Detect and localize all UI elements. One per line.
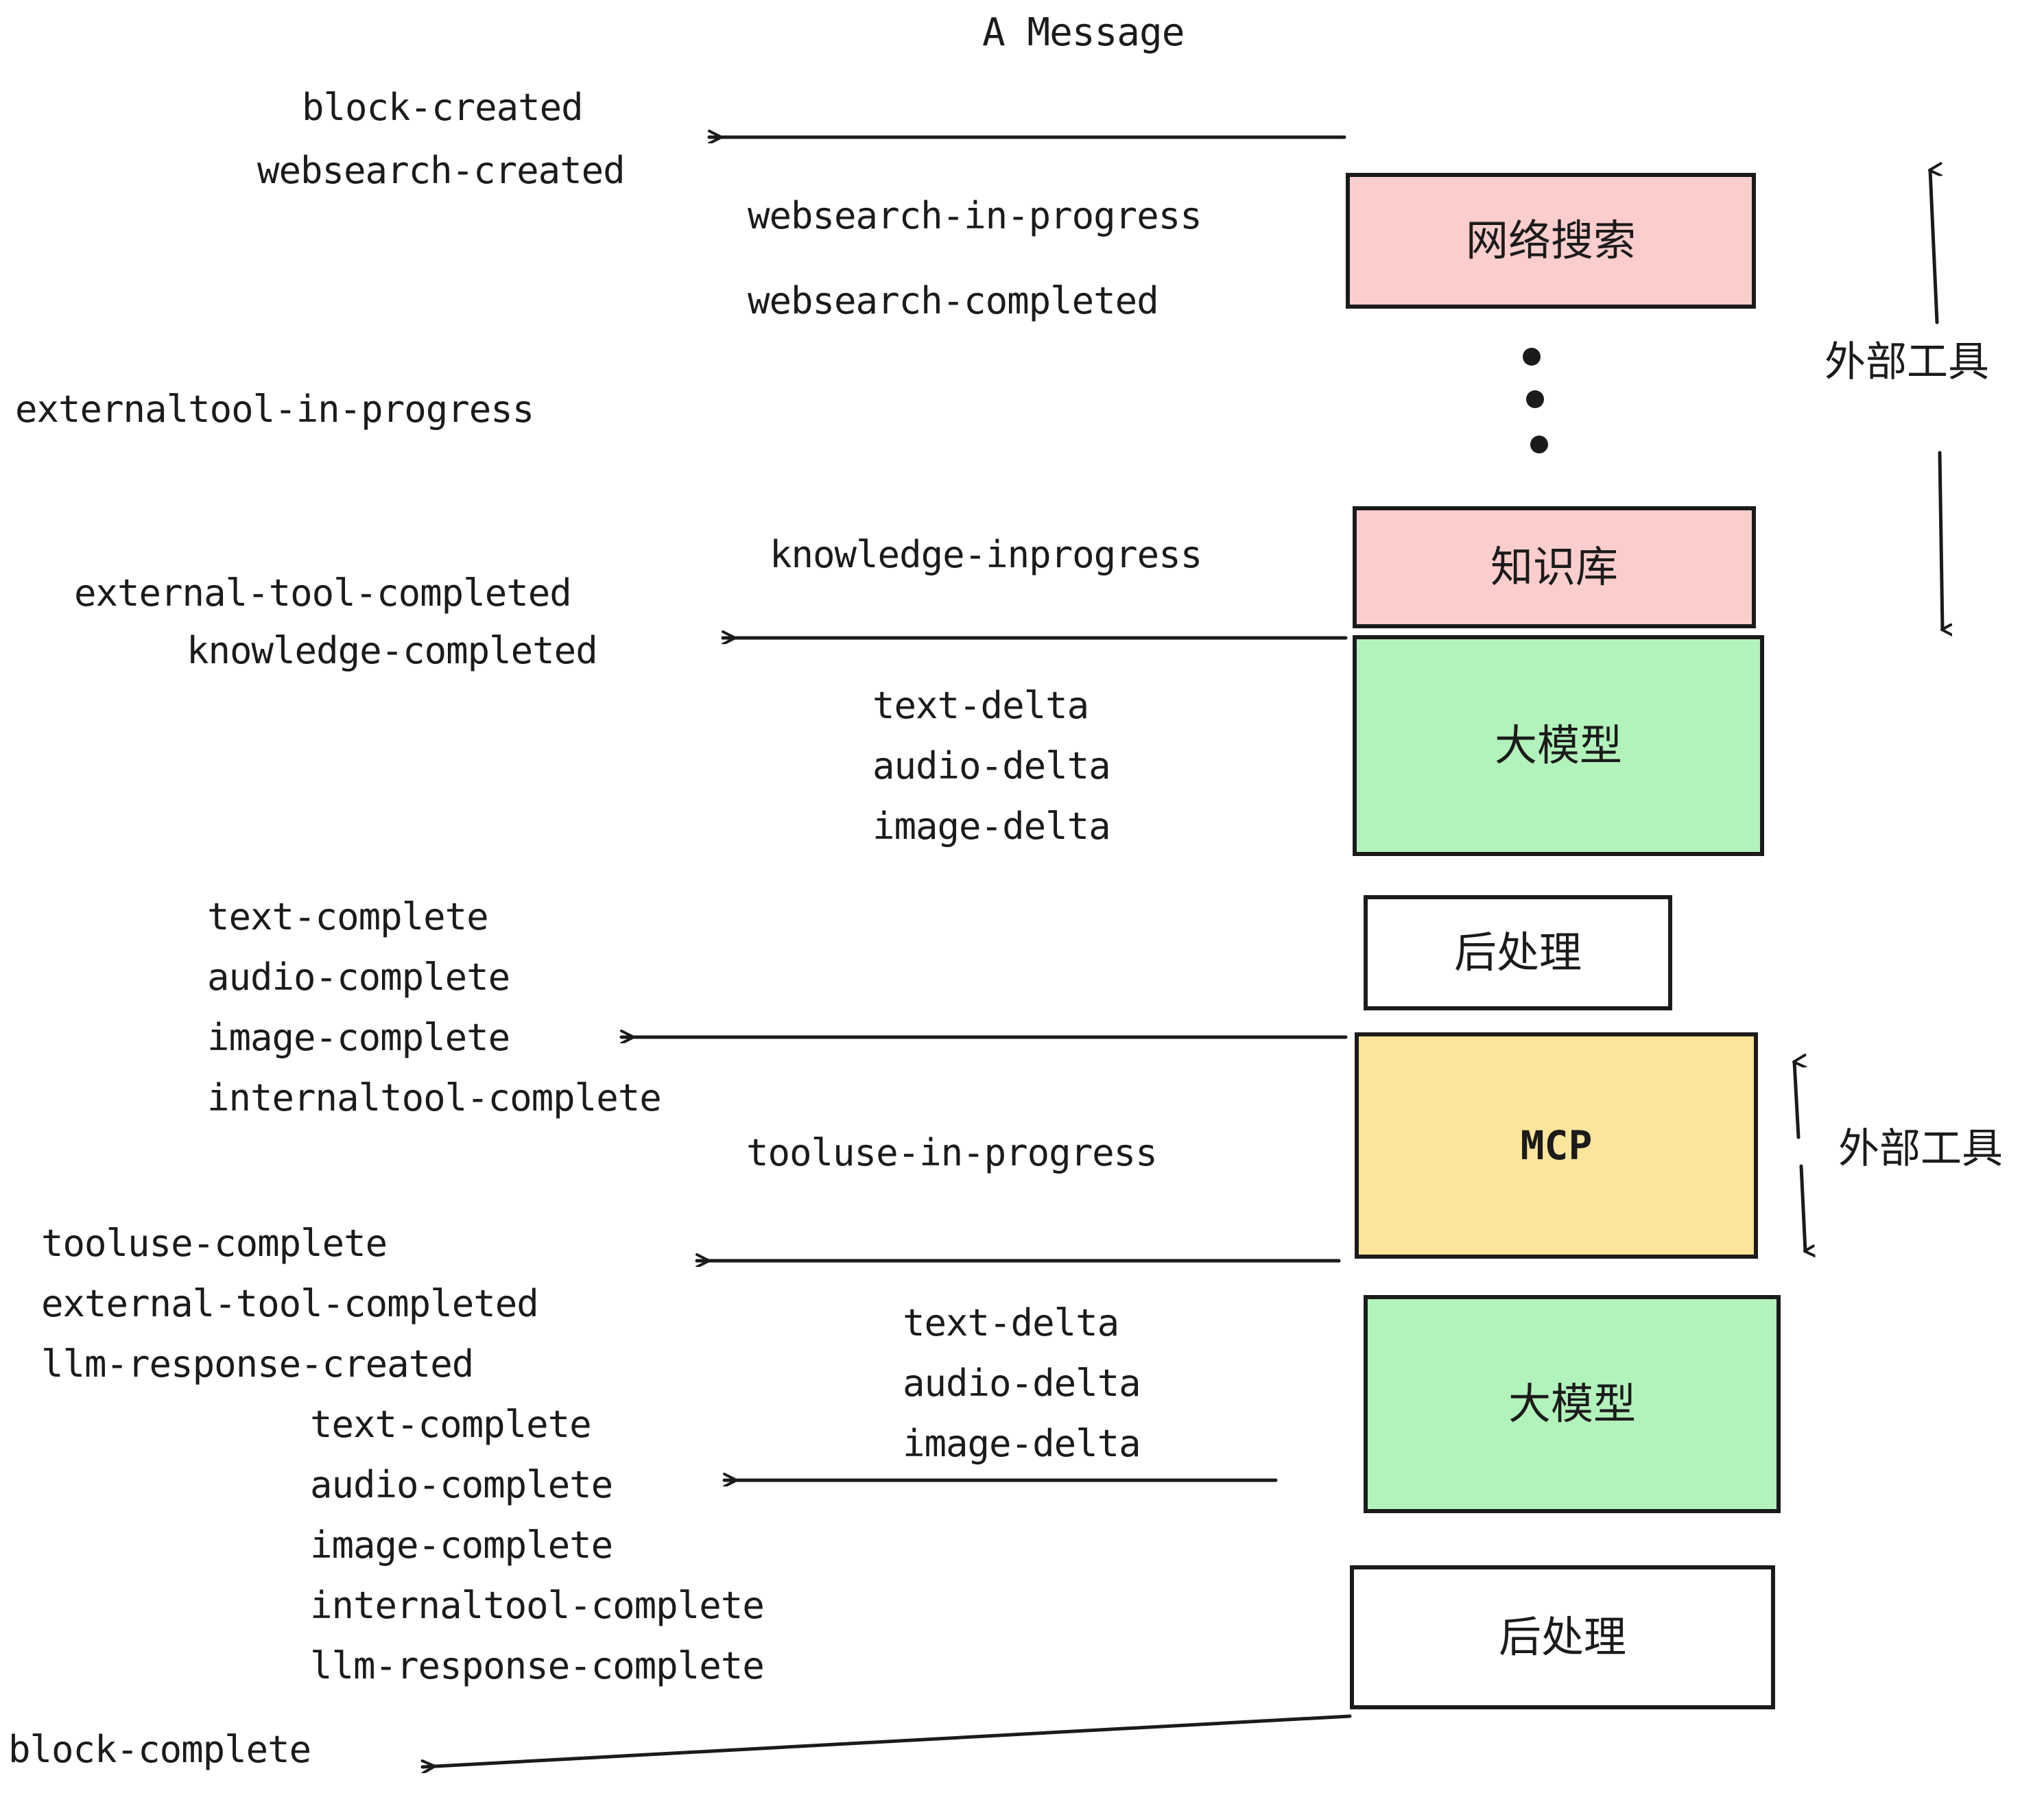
event-label-text-delta-2: text-delta <box>903 1301 1119 1344</box>
component-label-websearch: 网络搜索 <box>1465 215 1636 265</box>
event-label-image-complete-2: image-complete <box>310 1523 613 1567</box>
component-box-postprocess-1[interactable]: 后处理 <box>1364 895 1672 1010</box>
arrow-block-complete <box>420 1714 1352 1767</box>
event-label-llm-response-complete: llm-response-complete <box>310 1644 765 1687</box>
event-label-image-delta-1: image-delta <box>872 805 1111 848</box>
component-label-llm-2: 大模型 <box>1508 1379 1636 1429</box>
component-label-llm-1: 大模型 <box>1494 720 1622 770</box>
component-label-postprocess-2: 后处理 <box>1498 1612 1626 1662</box>
event-label-audio-complete-1: audio-complete <box>207 956 510 999</box>
event-label-external-tool-completed-1: external-tool-completed <box>74 571 572 615</box>
event-label-text-complete-1: text-complete <box>207 895 489 938</box>
scope-label-external-tools-bottom: 外部工具 <box>1838 1125 2003 1173</box>
event-label-audio-delta-1: audio-delta <box>872 744 1111 787</box>
component-box-mcp[interactable]: MCP <box>1355 1032 1758 1259</box>
event-label-external-tool-completed-2: external-tool-completed <box>41 1282 539 1325</box>
component-label-postprocess-1: 后处理 <box>1453 927 1582 977</box>
component-label-mcp: MCP <box>1520 1122 1593 1169</box>
scope-arrow-bottom-up <box>1794 1062 1798 1139</box>
scope-arrow-top-down <box>1938 451 1942 630</box>
event-label-knowledge-inprogress: knowledge-inprogress <box>770 533 1202 576</box>
event-label-websearch-in-progress: websearch-in-progress <box>748 194 1202 237</box>
event-label-internaltool-complete-2: internaltool-complete <box>310 1584 765 1627</box>
event-label-llm-response-created: llm-response-created <box>41 1342 474 1386</box>
event-label-internaltool-complete-1: internaltool-complete <box>207 1076 662 1119</box>
event-label-block-complete: block-complete <box>8 1728 311 1771</box>
component-box-knowledge[interactable]: 知识库 <box>1353 506 1756 628</box>
event-label-websearch-completed: websearch-completed <box>748 279 1159 322</box>
event-label-image-complete-1: image-complete <box>207 1016 510 1059</box>
event-label-tooluse-in-progress: tooluse-in-progress <box>746 1131 1158 1174</box>
event-label-audio-complete-2: audio-complete <box>310 1463 613 1506</box>
ellipsis-dot <box>1530 436 1548 453</box>
component-box-llm-2[interactable]: 大模型 <box>1364 1295 1781 1513</box>
page-title: A Message <box>982 10 1185 55</box>
event-label-externaltool-in-progress: externaltool-in-progress <box>15 388 534 431</box>
event-label-text-complete-2: text-complete <box>310 1403 592 1446</box>
event-label-knowledge-completed: knowledge-completed <box>187 629 598 672</box>
event-label-websearch-created: websearch-created <box>257 149 626 192</box>
event-label-image-delta-2: image-delta <box>903 1422 1141 1465</box>
scope-arrow-bottom-down <box>1799 1164 1805 1251</box>
event-label-tooluse-complete: tooluse-complete <box>41 1222 388 1265</box>
component-box-llm-1[interactable]: 大模型 <box>1353 635 1764 856</box>
scope-arrow-top-up <box>1930 170 1937 324</box>
ellipsis-dot <box>1523 348 1541 366</box>
ellipsis-dot <box>1526 390 1544 408</box>
component-box-websearch[interactable]: 网络搜索 <box>1346 173 1756 309</box>
event-label-block-created: block-created <box>302 86 584 129</box>
scope-label-external-tools-top: 外部工具 <box>1825 338 1989 386</box>
event-label-audio-delta-2: audio-delta <box>903 1362 1141 1405</box>
component-label-knowledge: 知识库 <box>1490 542 1618 592</box>
event-label-text-delta-1: text-delta <box>872 684 1089 727</box>
component-box-postprocess-2[interactable]: 后处理 <box>1350 1565 1775 1709</box>
